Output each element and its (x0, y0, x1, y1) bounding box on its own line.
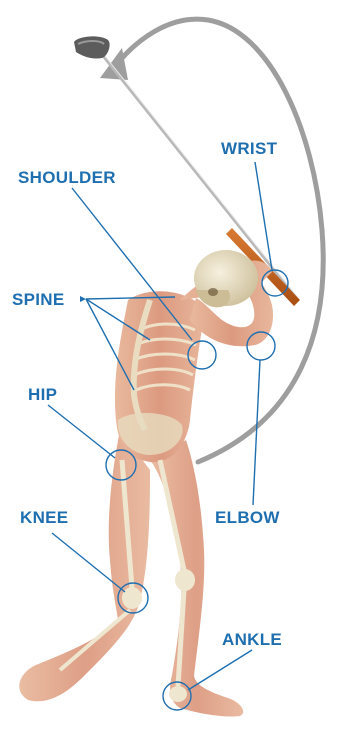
label-elbow: ELBOW (215, 508, 280, 528)
label-hip: HIP (28, 385, 57, 405)
label-knee: KNEE (20, 508, 68, 528)
hip-callout-line (48, 405, 115, 458)
ankle-callout-line (188, 650, 252, 690)
elbow-callout-line (253, 360, 260, 505)
label-spine: SPINE (12, 290, 65, 310)
label-wrist: WRIST (221, 139, 277, 159)
label-ankle: ANKLE (222, 630, 282, 650)
label-shoulder: SHOULDER (18, 168, 116, 188)
